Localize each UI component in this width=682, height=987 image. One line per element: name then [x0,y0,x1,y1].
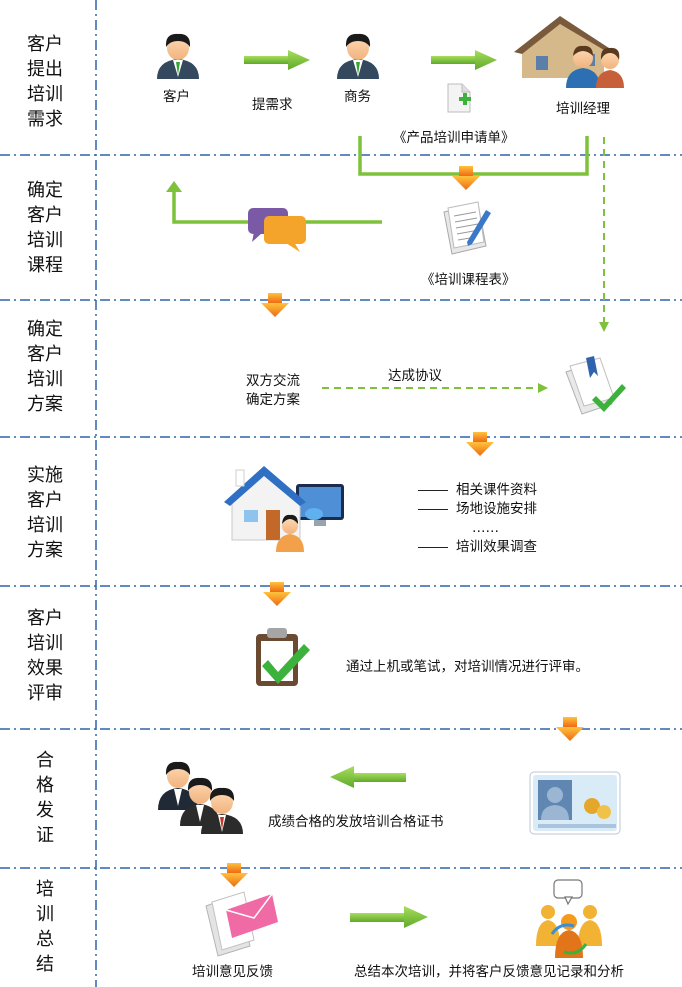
application-form-label: 《产品培训申请单》 [393,130,515,146]
arrow-right-icon [350,906,428,928]
stage-label-certify: 合 格 发 证 [36,750,54,846]
arrow-down-icon [599,322,609,332]
customer-label: 客户 [163,89,190,105]
stage-label-course: 确定 客户 培训 课程 [27,180,63,276]
mutual-exchange-label: 双方交流 [246,373,300,389]
house-people-icon [514,16,624,88]
implementation-checklist: 相关课件资料 场地设施安排 …… 培训效果调查 [418,481,537,557]
discussion-group-icon [536,879,602,958]
list-item: 相关课件资料 [418,481,537,500]
submit-request-label: 提需求 [252,97,293,113]
summary-description: 总结本次培训，并将客户反馈意见记录和分析 [354,964,624,980]
stage-label-implement: 实施 客户 培训 方案 [27,465,63,561]
arrow-left-icon [330,766,406,788]
arrow-down-icon [220,863,248,887]
arrow-down-icon [452,166,480,190]
arrow-right-icon [244,50,310,70]
feedback-label: 培训意见反馈 [192,964,273,980]
stage-label-review: 客户 培训 效果 评审 [27,608,63,704]
stage-label-summary: 培 训 总 结 [36,879,54,975]
training-manager-label: 培训经理 [556,101,610,117]
certificate-description: 成绩合格的发放培训合格证书 [268,814,444,830]
agreement-document-icon [565,356,626,415]
training-venue-icon [224,466,344,552]
clipboard-check-icon [256,628,310,686]
flow-connector [172,190,382,224]
flow-connector [358,136,589,176]
feedback-mail-icon [205,891,278,957]
assessment-description: 通过上机或笔试，对培训情况进行评审。 [346,659,589,675]
arrow-right-icon [431,50,497,70]
arrow-up-icon [166,181,182,192]
person-icon [157,33,199,79]
arrow-right-icon [538,383,548,393]
arrow-down-icon [261,293,289,317]
agreement-label: 达成协议 [388,368,442,384]
list-item: …… [472,520,499,536]
stage-label-plan: 确定 客户 培训 方案 [27,319,63,415]
arrow-down-icon [466,432,494,456]
stage-label-request: 客户 提出 培训 需求 [27,34,63,130]
chat-bubbles-icon [248,208,306,252]
list-item: 培训效果调查 [418,538,537,557]
person-icon [337,33,379,79]
new-document-icon [447,83,471,113]
confirm-plan-label: 确定方案 [246,392,300,408]
business-label: 商务 [344,89,371,105]
arrow-down-icon [556,717,584,741]
certificate-icon [529,771,621,835]
course-schedule-label: 《培训课程表》 [421,272,516,288]
arrow-down-icon [263,582,291,606]
people-group-icon [158,761,243,834]
document-pen-icon [443,201,491,255]
list-item: 场地设施安排 [418,500,537,519]
